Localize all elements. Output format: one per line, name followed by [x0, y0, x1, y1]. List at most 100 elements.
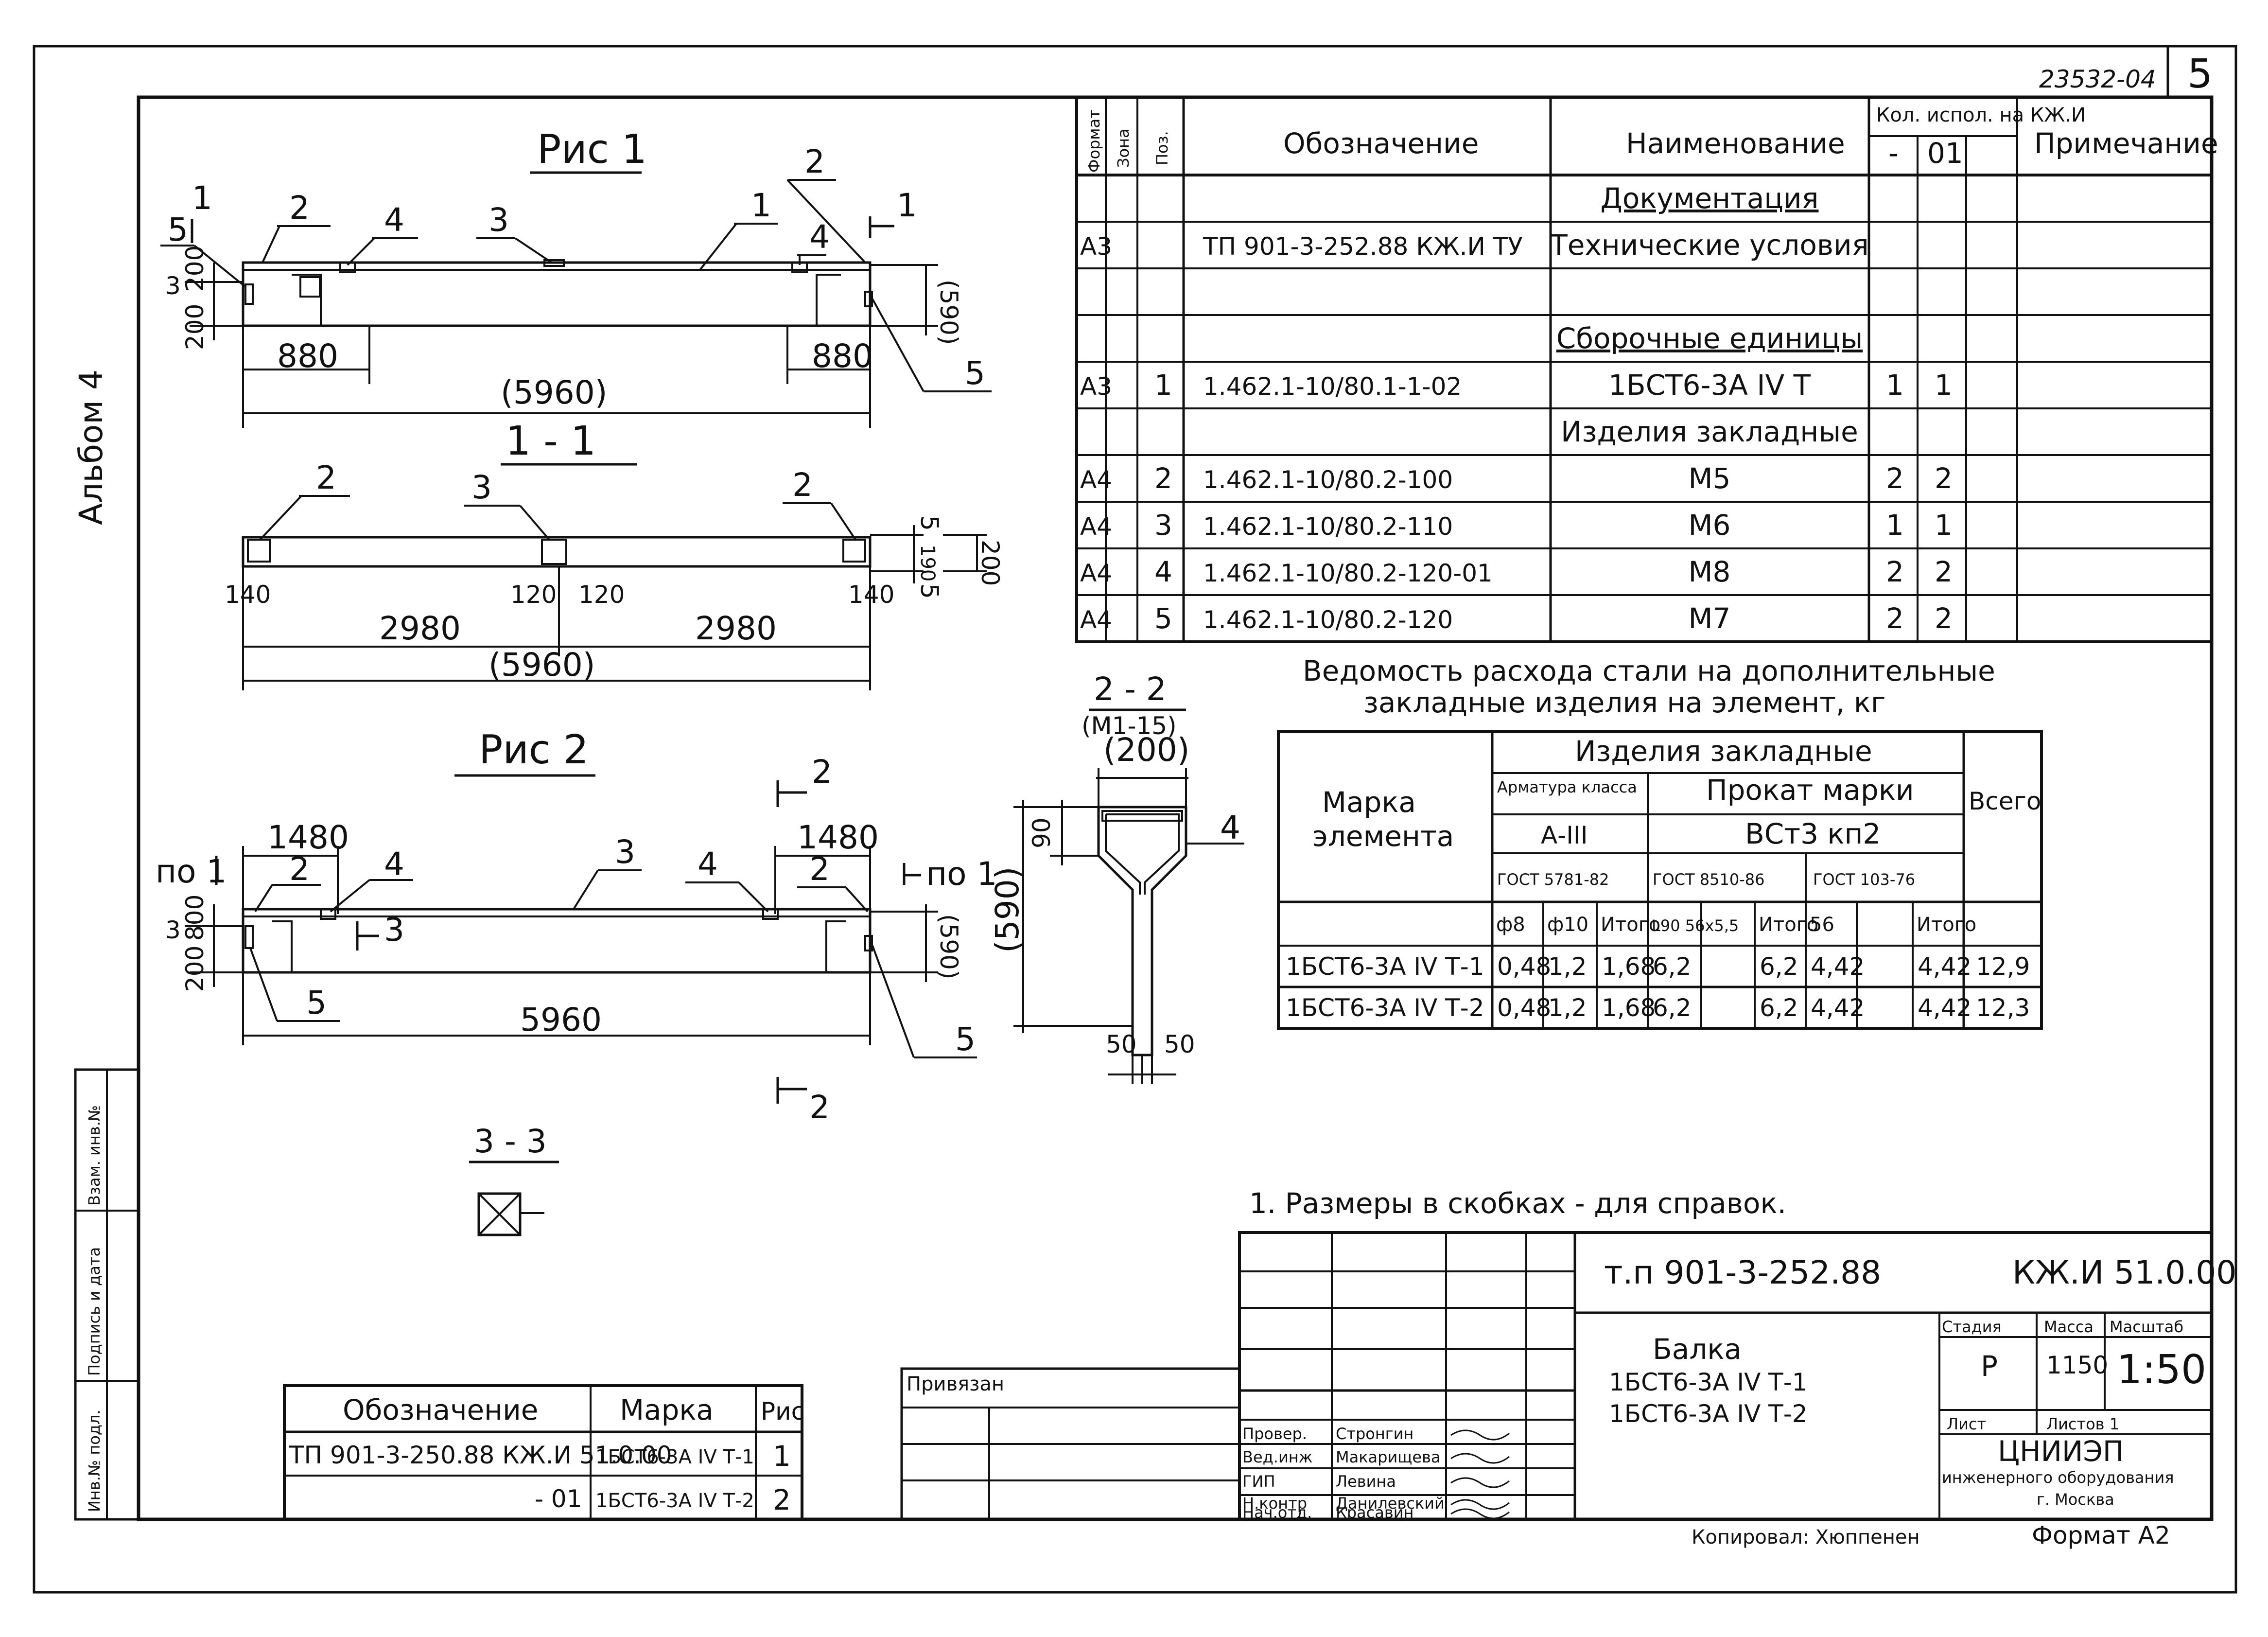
- fig1-dim-880-left: 880: [277, 337, 338, 375]
- steel-row-value: 4,42: [1811, 994, 1865, 1022]
- spec-cell-format: А4: [1080, 466, 1112, 494]
- section-3-3: 3 - 3: [469, 1123, 559, 1236]
- fig2-callout-5a: 5: [306, 984, 327, 1021]
- steel-h-armature: Арматура класса: [1497, 778, 1637, 796]
- tb-person-role: ГИП: [1242, 1472, 1275, 1491]
- fig2-dim-200: 200: [181, 946, 209, 992]
- fig2-callout-3: 3: [615, 833, 635, 871]
- tb-person-name: Данилевский: [1336, 1494, 1445, 1513]
- sheet-number: 5: [2187, 51, 2213, 97]
- section-1-1: 1 - 1 2 3 2 140 120 120 140 2980 2980 (5…: [225, 418, 1004, 690]
- spec-cell-qty-b: 1: [1935, 509, 1953, 542]
- fig2-cut-left: по 1: [156, 853, 227, 890]
- fig2-dim-590: (590): [935, 914, 963, 979]
- fig2-callout-5b: 5: [955, 1021, 976, 1058]
- spec-cell-name: Документация: [1601, 182, 1819, 215]
- side-stamp: Инв.№ подл. Подпись и дата Взам. инв.№: [74, 1068, 140, 1521]
- tb-person-role: Вед.инж: [1242, 1448, 1312, 1466]
- steel-col-header: Итого: [1601, 914, 1660, 936]
- steel-row-value: 0,48: [1497, 994, 1551, 1022]
- spec-h-name: Наименование: [1626, 127, 1845, 160]
- spec-cell-name: 1БСТ6-3А IV Т: [1608, 369, 1811, 402]
- steel-row-value: 1,68: [1602, 994, 1656, 1022]
- section22-subtitle: (М1-15): [1082, 712, 1177, 740]
- spec-cell-format: А4: [1080, 512, 1112, 541]
- fig1-dim-total: (5960): [501, 374, 607, 411]
- tb-h-stage: Стадия: [1942, 1318, 2002, 1336]
- section11-dim-120a: 120: [510, 581, 557, 609]
- fig1-dim-200b: 200: [181, 304, 209, 350]
- fig1-callout-3: 3: [488, 201, 509, 239]
- spec-cell-designation: 1.462.1-10/80.2-120: [1203, 606, 1453, 634]
- steel-row-value: 6,2: [1760, 994, 1798, 1022]
- tb-person-signature: [1450, 1429, 1510, 1441]
- steel-row-value: 1,2: [1548, 952, 1587, 981]
- steel-h-total: Всего: [1969, 787, 2041, 815]
- tb-person-signature: [1450, 1453, 1510, 1464]
- fig1-drawing: Рис 1 880 880 (5960) (590) 200 200 3 2: [160, 126, 992, 428]
- steel-row-total: 12,3: [1976, 994, 2030, 1022]
- section33-title: 3 - 3: [474, 1123, 547, 1160]
- steel-table: Ведомость расхода стали на дополнительны…: [1277, 654, 2043, 1030]
- marks-r2-mark: 1БСТ6-3А IV Т-2: [595, 1490, 754, 1512]
- spec-cell-qty-b: 2: [1935, 462, 1953, 495]
- spec-cell-qty-b: 2: [1935, 602, 1953, 635]
- fig1-beam: [242, 261, 872, 327]
- fig2-dim-3: 3: [165, 916, 181, 944]
- tb-person-name: Макарищева: [1336, 1448, 1441, 1466]
- outer-border: [33, 45, 2237, 1594]
- fig1-cut-left: 1: [192, 179, 212, 217]
- tb-mass: 1150: [2046, 1351, 2108, 1379]
- tb-org-1: ЦНИИЭП: [1998, 1435, 2124, 1468]
- spec-cell-designation: ТП 901-3-252.88 КЖ.И ТУ: [1203, 232, 1523, 261]
- tb-org-2: инженерного оборудования: [1942, 1468, 2174, 1487]
- steel-row-mark: 1БСТ6-3А IV Т-1: [1286, 952, 1484, 981]
- privyazan-block: Привязан: [900, 1367, 1241, 1521]
- album-label: Альбом 4: [72, 370, 110, 525]
- side-stamp-sign: Подпись и дата: [85, 1247, 104, 1376]
- section11-callout-2a: 2: [316, 459, 336, 496]
- tb-person-signature: [1450, 1499, 1510, 1510]
- marks-r2-designation: - 01: [535, 1485, 582, 1513]
- corner-doc-number: 23532-04: [2039, 65, 2156, 93]
- steel-col-header: 56: [1810, 914, 1834, 936]
- fig2-dim-1480a: 1480: [267, 819, 349, 856]
- marks-r1-mark: 1БСТ6-3А IV Т-1: [595, 1446, 754, 1468]
- marks-r1-designation: ТП 901-3-250.88 КЖ.И 51.0.00: [289, 1441, 672, 1469]
- steel-col-header: L90 56х5,5: [1652, 916, 1739, 935]
- fig1-callout-1: 1: [751, 187, 771, 224]
- steel-h-gost3: ГОСТ 103-76: [1813, 870, 1915, 889]
- fig1-callout-2a: 2: [289, 189, 310, 227]
- spec-cell-qty-a: 1: [1886, 369, 1904, 402]
- fig1-dim-3: 3: [165, 272, 181, 300]
- section11-callout-2b: 2: [792, 466, 813, 504]
- spec-cell-format: А4: [1080, 606, 1112, 634]
- fig2-cut-2a: 2: [812, 753, 832, 791]
- spec-h-qty: Кол. испол. на КЖ.И: [1876, 104, 2086, 126]
- steel-h-gost1: ГОСТ 5781-82: [1497, 870, 1609, 889]
- footer-format: Формат А2: [2032, 1521, 2170, 1549]
- tb-object-1: Балка: [1653, 1333, 1742, 1366]
- steel-title-1: Ведомость расхода стали на дополнительны…: [1303, 654, 1995, 687]
- steel-h-prokat: Прокат марки: [1706, 774, 1914, 807]
- spec-cell-designation: 1.462.1-10/80.2-110: [1203, 512, 1453, 541]
- section11-dim-190: 190: [916, 545, 939, 581]
- section11-beam: [242, 536, 872, 568]
- spec-cell-name: М6: [1689, 509, 1731, 542]
- fig2-cut-2b: 2: [809, 1089, 830, 1126]
- section11-dim-140a: 140: [225, 581, 271, 609]
- marks-h-designation: Обозначение: [343, 1393, 538, 1426]
- steel-row-value: 6,2: [1653, 994, 1692, 1022]
- fig2-cut-right: по 1: [926, 855, 997, 893]
- spec-cell-name: М5: [1689, 462, 1731, 495]
- spec-cell-pos: 4: [1154, 555, 1172, 588]
- tb-person-name: Левина: [1336, 1472, 1396, 1491]
- steel-row-value: 6,2: [1653, 952, 1692, 981]
- fig2-dim-total: 5960: [520, 1001, 602, 1039]
- steel-row-mark: 1БСТ6-3А IV Т-2: [1286, 994, 1484, 1022]
- tb-person-name: Стронгин: [1336, 1425, 1413, 1443]
- section11-dim-5a: 5: [915, 515, 943, 531]
- spec-h-format: Формат: [1085, 109, 1103, 173]
- section11-dim-200: 200: [976, 540, 1004, 586]
